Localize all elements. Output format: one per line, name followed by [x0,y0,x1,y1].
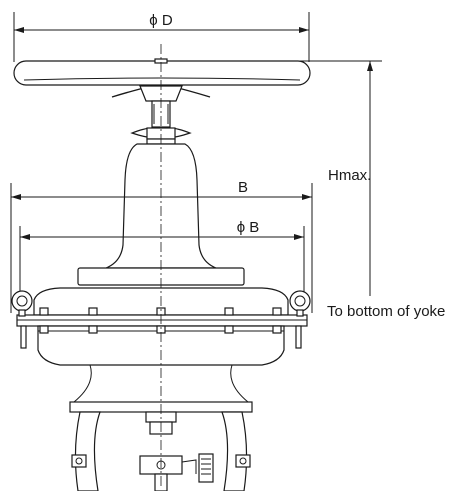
dimension-hmax: Hmax. To bottom of yoke [170,60,445,320]
lifting-eye-right [289,290,311,317]
phi-d-label: ϕ D [149,12,173,29]
phi-b-label: ϕ B [237,219,260,236]
dimension-b: B [10,179,313,313]
to-bottom-label: To bottom of yoke [327,303,445,320]
dimension-phi-d: ϕ D [13,12,310,62]
hmax-label: Hmax. [328,167,371,184]
flange-bolts [20,307,302,349]
handwheel [13,58,311,102]
b-label: B [238,179,248,196]
dimension-phi-b: ϕ B [19,219,305,296]
stem-connector [139,411,214,492]
lifting-eye-left [11,290,33,317]
